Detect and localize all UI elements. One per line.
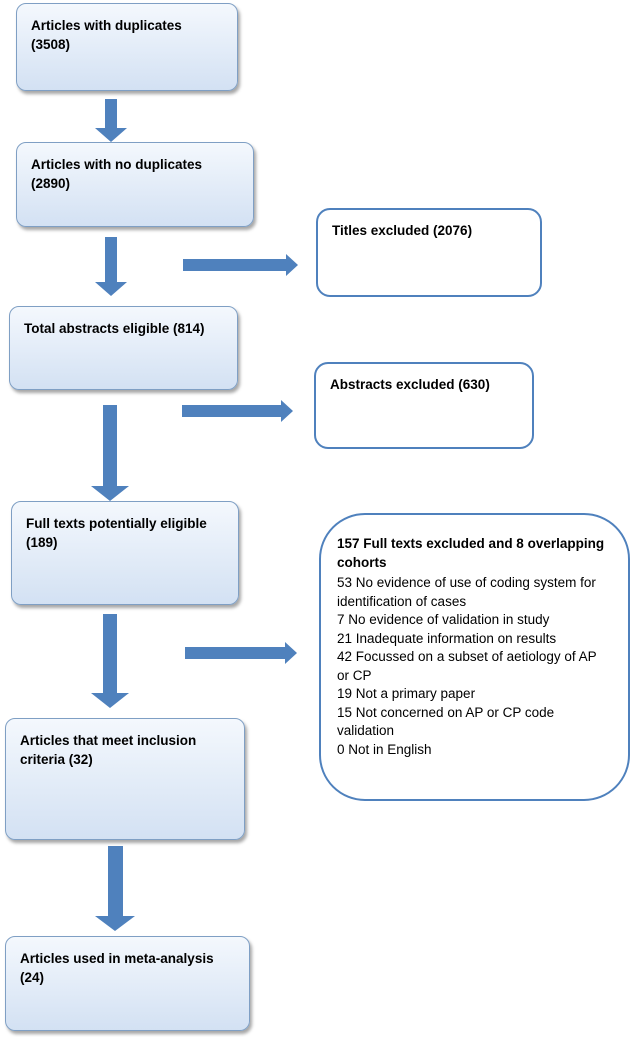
box-count: (2890) xyxy=(31,176,71,191)
box-count: (189) xyxy=(26,535,58,550)
arrow-right-2 xyxy=(182,400,293,422)
exclusion-reason: 7 No evidence of validation in study xyxy=(337,612,550,627)
arrow-down-3 xyxy=(91,405,129,501)
arrow-down-2 xyxy=(95,237,127,296)
arrow-right-3 xyxy=(185,642,297,664)
titles-excluded-box: Titles excluded (2076) xyxy=(316,208,542,297)
exclusion-reason: 0 Not in English xyxy=(337,741,432,757)
total-abstracts-box: Total abstracts eligible (814) xyxy=(9,306,238,390)
arrow-down-4 xyxy=(91,614,129,708)
full-texts-eligible-box: Full texts potentially eligible (189) xyxy=(11,501,239,605)
inclusion-criteria-box: Articles that meet inclusion criteria (3… xyxy=(5,718,245,840)
arrow-down-1 xyxy=(95,99,127,142)
articles-with-duplicates-box: Articles with duplicates (3508) xyxy=(16,3,238,91)
box-title-line2: criteria (32) xyxy=(20,752,93,767)
arrow-right-1 xyxy=(183,254,298,276)
exclusion-title: Abstracts excluded (630) xyxy=(330,377,490,392)
exclusion-reason: 42 Focussed on a subset of aetiology of … xyxy=(337,649,597,683)
exclusion-reason: 53 No evidence of use of coding system f… xyxy=(337,575,596,609)
box-count: (3508) xyxy=(31,37,71,52)
exclusion-title: 157 Full texts excluded and 8 overlappin… xyxy=(337,536,605,570)
box-title: Articles used in meta-analysis xyxy=(20,951,214,966)
articles-no-duplicates-box: Articles with no duplicates (2890) xyxy=(16,142,254,227)
exclusion-reason: 19 Not a primary paper xyxy=(337,686,476,701)
box-count: (24) xyxy=(20,970,45,985)
arrow-down-5 xyxy=(95,846,135,931)
box-title: Total abstracts eligible (814) xyxy=(24,321,205,336)
box-title: Articles that meet inclusion xyxy=(20,733,197,748)
box-title: Articles with duplicates xyxy=(31,18,182,33)
full-texts-excluded-box: 157 Full texts excluded and 8 overlappin… xyxy=(319,513,630,801)
exclusion-reason: 15 Not concerned on AP or CP code valida… xyxy=(337,704,555,739)
box-title: Full texts potentially eligible xyxy=(26,516,207,531)
box-title: Articles with no duplicates xyxy=(31,157,203,172)
exclusion-title: Titles excluded (2076) xyxy=(332,223,473,238)
exclusion-reason: 21 Inadequate information on results xyxy=(337,630,557,646)
meta-analysis-box: Articles used in meta-analysis (24) xyxy=(5,936,250,1031)
abstracts-excluded-box: Abstracts excluded (630) xyxy=(314,362,534,449)
